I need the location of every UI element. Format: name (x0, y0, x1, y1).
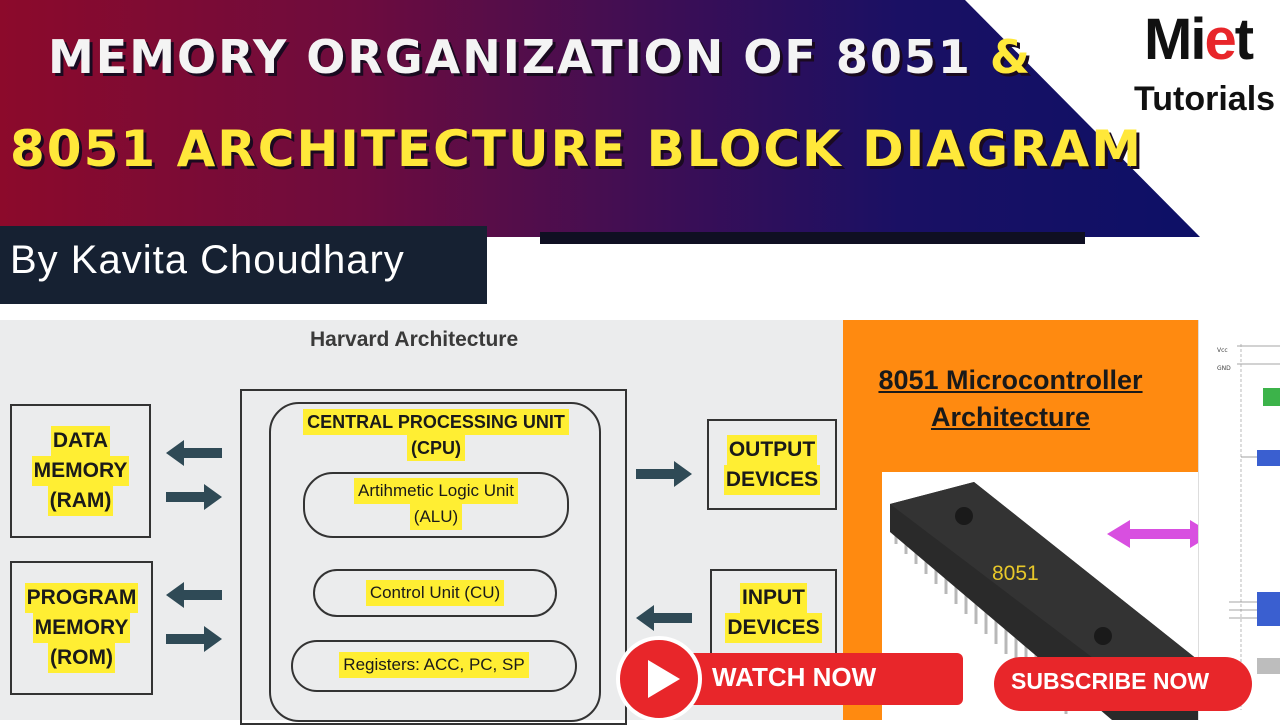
arrow-left-icon (166, 582, 222, 608)
data-memory-line1: DATA (50, 426, 111, 456)
output-devices-box: OUTPUT DEVICES (707, 419, 837, 510)
program-memory-label: PROGRAM MEMORY (ROM) (22, 583, 141, 673)
svg-text:Vcc: Vcc (1217, 347, 1228, 354)
header-banner: MEMORY ORGANIZATION OF 8051 & 8051 ARCHI… (0, 0, 1280, 320)
arrow-right-icon (636, 461, 692, 487)
alu-block: Artihmetic Logic Unit (ALU) (303, 472, 569, 538)
cpu-title-line2: (CPU) (407, 435, 465, 461)
input-devices-label: INPUT DEVICES (716, 583, 831, 643)
data-memory-line2: MEMORY (31, 456, 130, 486)
page-title-line1: MEMORY ORGANIZATION OF 8051 & (48, 30, 1032, 84)
data-memory-line3: (RAM) (47, 486, 114, 516)
registers-block: Registers: ACC, PC, SP (291, 640, 577, 692)
input-devices-box: INPUT DEVICES (710, 569, 837, 658)
author-badge (0, 226, 487, 304)
arrow-right-icon (166, 484, 222, 510)
title-ampersand: & (989, 30, 1033, 84)
data-memory-box: DATA MEMORY (RAM) (10, 404, 151, 538)
author-name: By Kavita Choudhary (10, 238, 405, 282)
output-devices-label: OUTPUT DEVICES (713, 435, 831, 495)
program-memory-box: PROGRAM MEMORY (ROM) (10, 561, 153, 695)
watch-now-label[interactable]: WATCH NOW (712, 662, 877, 692)
program-memory-line1: PROGRAM (24, 583, 139, 613)
control-unit-block: Control Unit (CU) (313, 569, 557, 617)
output-line2: DEVICES (723, 465, 821, 495)
panel-title: 8051 Microcontroller Architecture (843, 362, 1178, 436)
input-line1: INPUT (740, 583, 807, 613)
input-line2: DEVICES (725, 613, 822, 643)
chip-label: 8051 (992, 562, 1039, 585)
brand-logo[interactable]: Miet Tutorials (1130, 6, 1275, 126)
arrow-left-icon (166, 440, 222, 466)
cpu-block: CENTRAL PROCESSING UNIT (CPU) Artihmetic… (269, 402, 601, 722)
play-button[interactable] (616, 636, 702, 722)
data-memory-label: DATA MEMORY (RAM) (22, 426, 139, 516)
cpu-title-line1: CENTRAL PROCESSING UNIT (303, 409, 569, 435)
title-text-1: MEMORY ORGANIZATION OF 8051 (48, 30, 972, 84)
subscribe-button[interactable] (994, 657, 1252, 711)
cpu-title: CENTRAL PROCESSING UNIT (CPU) (295, 409, 577, 461)
panel-title-line1: 8051 Microcontroller (878, 365, 1143, 395)
subscribe-label[interactable]: SUBSCRIBE NOW (1011, 668, 1210, 694)
play-icon (648, 660, 680, 698)
page-title-line2: 8051 ARCHITECTURE BLOCK DIAGRAM (10, 120, 1143, 178)
control-unit-label: Control Unit (CU) (365, 580, 505, 606)
logo-subtitle: Tutorials (1134, 80, 1276, 118)
alu-line2: (ALU) (409, 504, 463, 530)
alu-line1: Artihmetic Logic Unit (354, 478, 518, 504)
program-memory-line3: (ROM) (48, 643, 115, 673)
output-line1: OUTPUT (726, 435, 818, 465)
cpu-outer-box: CENTRAL PROCESSING UNIT (CPU) Artihmetic… (240, 389, 627, 725)
diagram-title: Harvard Architecture (310, 328, 519, 351)
panel-title-line2: Architecture (930, 402, 1091, 432)
schematic-diagram: Vcc GND (1198, 320, 1280, 720)
watch-now-button[interactable] (688, 653, 963, 705)
banner-divider (540, 232, 1085, 244)
banner-gradient (0, 0, 1200, 237)
arrow-right-icon (166, 626, 222, 652)
svg-text:GND: GND (1217, 365, 1231, 372)
registers-label: Registers: ACC, PC, SP (339, 652, 529, 678)
logo-mark: Miet (1144, 7, 1254, 72)
arrow-left-icon (636, 605, 692, 631)
program-memory-line2: MEMORY (32, 613, 131, 643)
